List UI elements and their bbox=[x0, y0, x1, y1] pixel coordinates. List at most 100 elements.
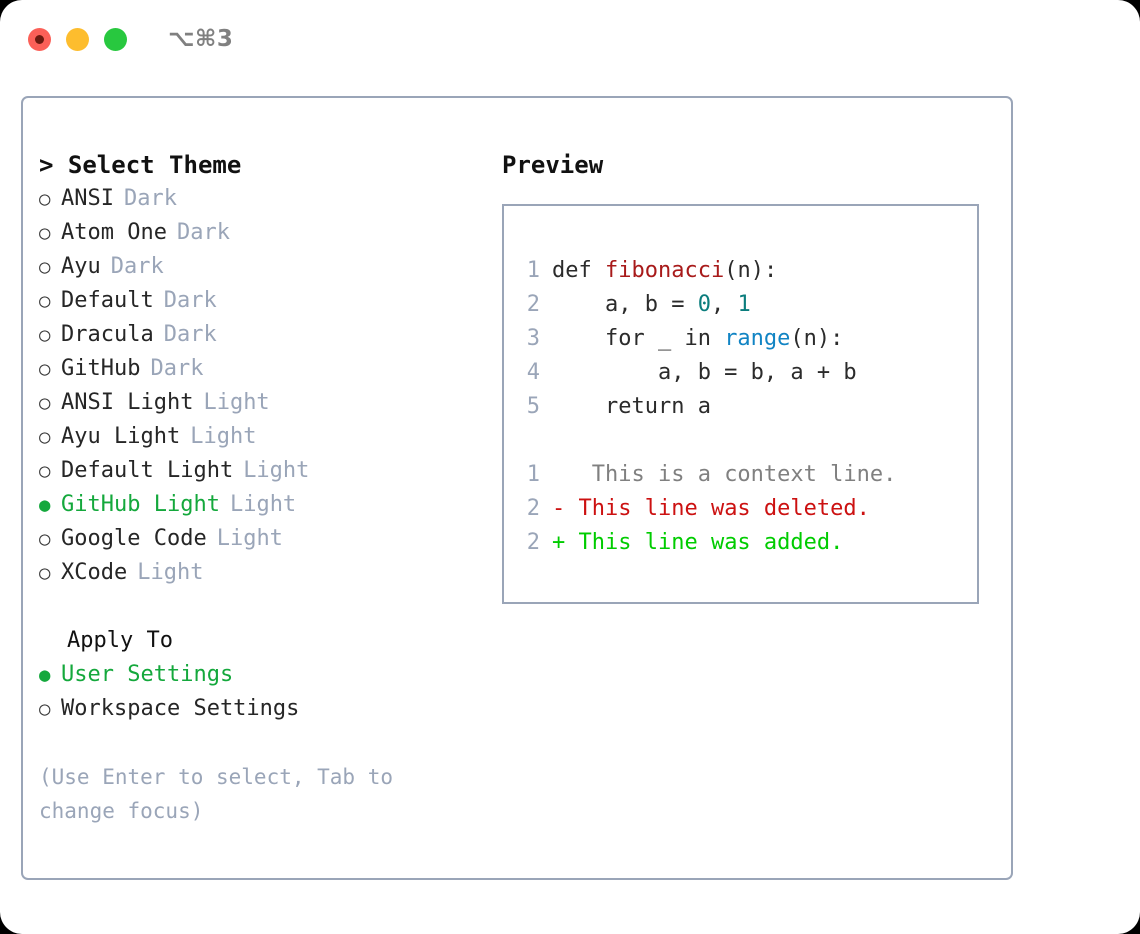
theme-option-default-light[interactable]: ○ Default Light Light bbox=[39, 454, 494, 488]
code-line-content: a, b = b, a + b bbox=[552, 356, 857, 390]
theme-name: Ayu bbox=[61, 254, 101, 279]
theme-name: Google Code bbox=[61, 526, 207, 551]
preview-heading: Preview bbox=[502, 151, 604, 179]
apply-option-label: User Settings bbox=[61, 662, 234, 687]
radio-selected-icon: ● bbox=[39, 494, 51, 516]
theme-name: Default Light bbox=[61, 458, 234, 483]
select-theme-heading: > Select Theme bbox=[39, 151, 242, 179]
diff-text: This line was added. bbox=[565, 530, 844, 555]
theme-option-github-light[interactable]: ● GitHub Light Light bbox=[39, 488, 494, 522]
diff-text: This line was deleted. bbox=[565, 496, 870, 521]
diff-line-del: 2- This line was deleted. bbox=[516, 492, 971, 526]
theme-name: Default bbox=[61, 288, 154, 313]
apply-option-label: Workspace Settings bbox=[61, 696, 300, 721]
theme-name: GitHub bbox=[61, 356, 141, 381]
line-number: 3 bbox=[526, 326, 540, 351]
theme-name: ANSI bbox=[61, 186, 114, 211]
radio-selected-icon: ● bbox=[39, 664, 51, 686]
apply-to-heading: Apply To bbox=[67, 628, 173, 653]
radio-unselected-icon: ○ bbox=[39, 562, 51, 584]
theme-name: ANSI Light bbox=[61, 390, 194, 415]
radio-unselected-icon: ○ bbox=[39, 460, 51, 482]
code-token-plain: def bbox=[552, 258, 605, 283]
close-button[interactable] bbox=[28, 27, 51, 51]
code-token-num: 1 bbox=[737, 292, 751, 317]
apply-option-workspace-settings[interactable]: ○ Workspace Settings bbox=[39, 692, 494, 726]
line-number: 4 bbox=[526, 360, 540, 385]
theme-name: Atom One bbox=[61, 220, 167, 245]
theme-name: Ayu Light bbox=[61, 424, 181, 449]
code-token-plain: a, b = bbox=[552, 292, 698, 317]
theme-option-dracula[interactable]: ○ Dracula Dark bbox=[39, 318, 494, 352]
radio-unselected-icon: ○ bbox=[39, 290, 51, 312]
code-line-content: for _ in range(n): bbox=[552, 322, 843, 356]
code-token-func: fibonacci bbox=[604, 258, 725, 283]
theme-variant-label: Dark bbox=[176, 220, 230, 245]
theme-name: GitHub Light bbox=[61, 492, 220, 517]
theme-option-ayu-light[interactable]: ○ Ayu Light Light bbox=[39, 420, 494, 454]
diff-text: This is a context line. bbox=[565, 462, 897, 487]
theme-variant-label: Light bbox=[216, 526, 283, 551]
line-number: 2 bbox=[526, 530, 540, 555]
radio-unselected-icon: ○ bbox=[39, 324, 51, 346]
theme-name: Dracula bbox=[61, 322, 154, 347]
preview-box: 1 def fibonacci (n): 2 a, b = 0, 1 3 for _ i… bbox=[502, 204, 979, 604]
theme-variant-label: Light bbox=[203, 390, 270, 415]
theme-variant-label: Dark bbox=[150, 356, 204, 381]
theme-variant-label: Light bbox=[243, 458, 310, 483]
radio-unselected-icon: ○ bbox=[39, 426, 51, 448]
code-token-plain: (n): bbox=[790, 326, 844, 351]
line-number: 2 bbox=[526, 496, 540, 521]
radio-unselected-icon: ○ bbox=[39, 222, 51, 244]
shortcut-label: ⌥⌘3 bbox=[168, 26, 234, 52]
theme-variant-label: Dark bbox=[110, 254, 164, 279]
diff-marker: - bbox=[552, 496, 566, 521]
diff-line-add: 2 + This line was added. bbox=[516, 526, 971, 560]
code-line: 2 a, b = 0, 1 bbox=[516, 288, 971, 322]
maximize-button[interactable] bbox=[104, 27, 127, 51]
minimize-button[interactable] bbox=[66, 27, 89, 51]
code-preview: 1 def fibonacci (n): 2 a, b = 0, 1 3 for _ i… bbox=[516, 254, 971, 560]
code-line: 4 a, b = b, a + b bbox=[516, 356, 971, 390]
apply-to-list: ● User Settings ○ Workspace Settings bbox=[39, 658, 494, 726]
code-line-content: a, b = 0, 1 bbox=[552, 288, 751, 322]
code-sample: 1 def fibonacci (n): 2 a, b = 0, 1 3 for _ i… bbox=[516, 254, 971, 424]
theme-variant-label: Dark bbox=[163, 288, 217, 313]
diff-marker: + bbox=[552, 530, 566, 555]
theme-variant-label: Light bbox=[190, 424, 257, 449]
apply-option-user-settings[interactable]: ● User Settings bbox=[39, 658, 494, 692]
theme-variant-label: Dark bbox=[163, 322, 217, 347]
line-number: 2 bbox=[526, 292, 540, 317]
theme-option-google-code[interactable]: ○ Google Code Light bbox=[39, 522, 494, 556]
code-line: 5 return a bbox=[516, 390, 971, 424]
spacer bbox=[516, 424, 971, 458]
code-token-plain: for _ in bbox=[552, 326, 725, 351]
theme-option-default[interactable]: ○ Default Dark bbox=[39, 284, 494, 318]
theme-variant-label: Light bbox=[137, 560, 204, 585]
code-token-plain: return a bbox=[552, 394, 711, 419]
radio-unselected-icon: ○ bbox=[39, 698, 51, 720]
code-token-plain: a, b = b, a + b bbox=[552, 360, 857, 385]
code-token-builtin: range bbox=[724, 326, 791, 351]
theme-option-atom-one[interactable]: ○ Atom One Dark bbox=[39, 216, 494, 250]
preview-pane: Preview 1 def fibonacci (n): 2 a, b = 0, 1 3… bbox=[502, 148, 997, 604]
theme-variant-label: Dark bbox=[123, 186, 177, 211]
keyboard-hint: (Use Enter to select, Tab to change focu… bbox=[39, 765, 394, 823]
code-line-content: return a bbox=[552, 390, 711, 424]
window-controls bbox=[28, 27, 127, 51]
line-number: 5 bbox=[526, 394, 540, 419]
theme-variant-label: Light bbox=[229, 492, 297, 517]
code-token-num: 0 bbox=[697, 292, 711, 317]
radio-unselected-icon: ○ bbox=[39, 528, 51, 550]
spacer bbox=[39, 590, 494, 624]
